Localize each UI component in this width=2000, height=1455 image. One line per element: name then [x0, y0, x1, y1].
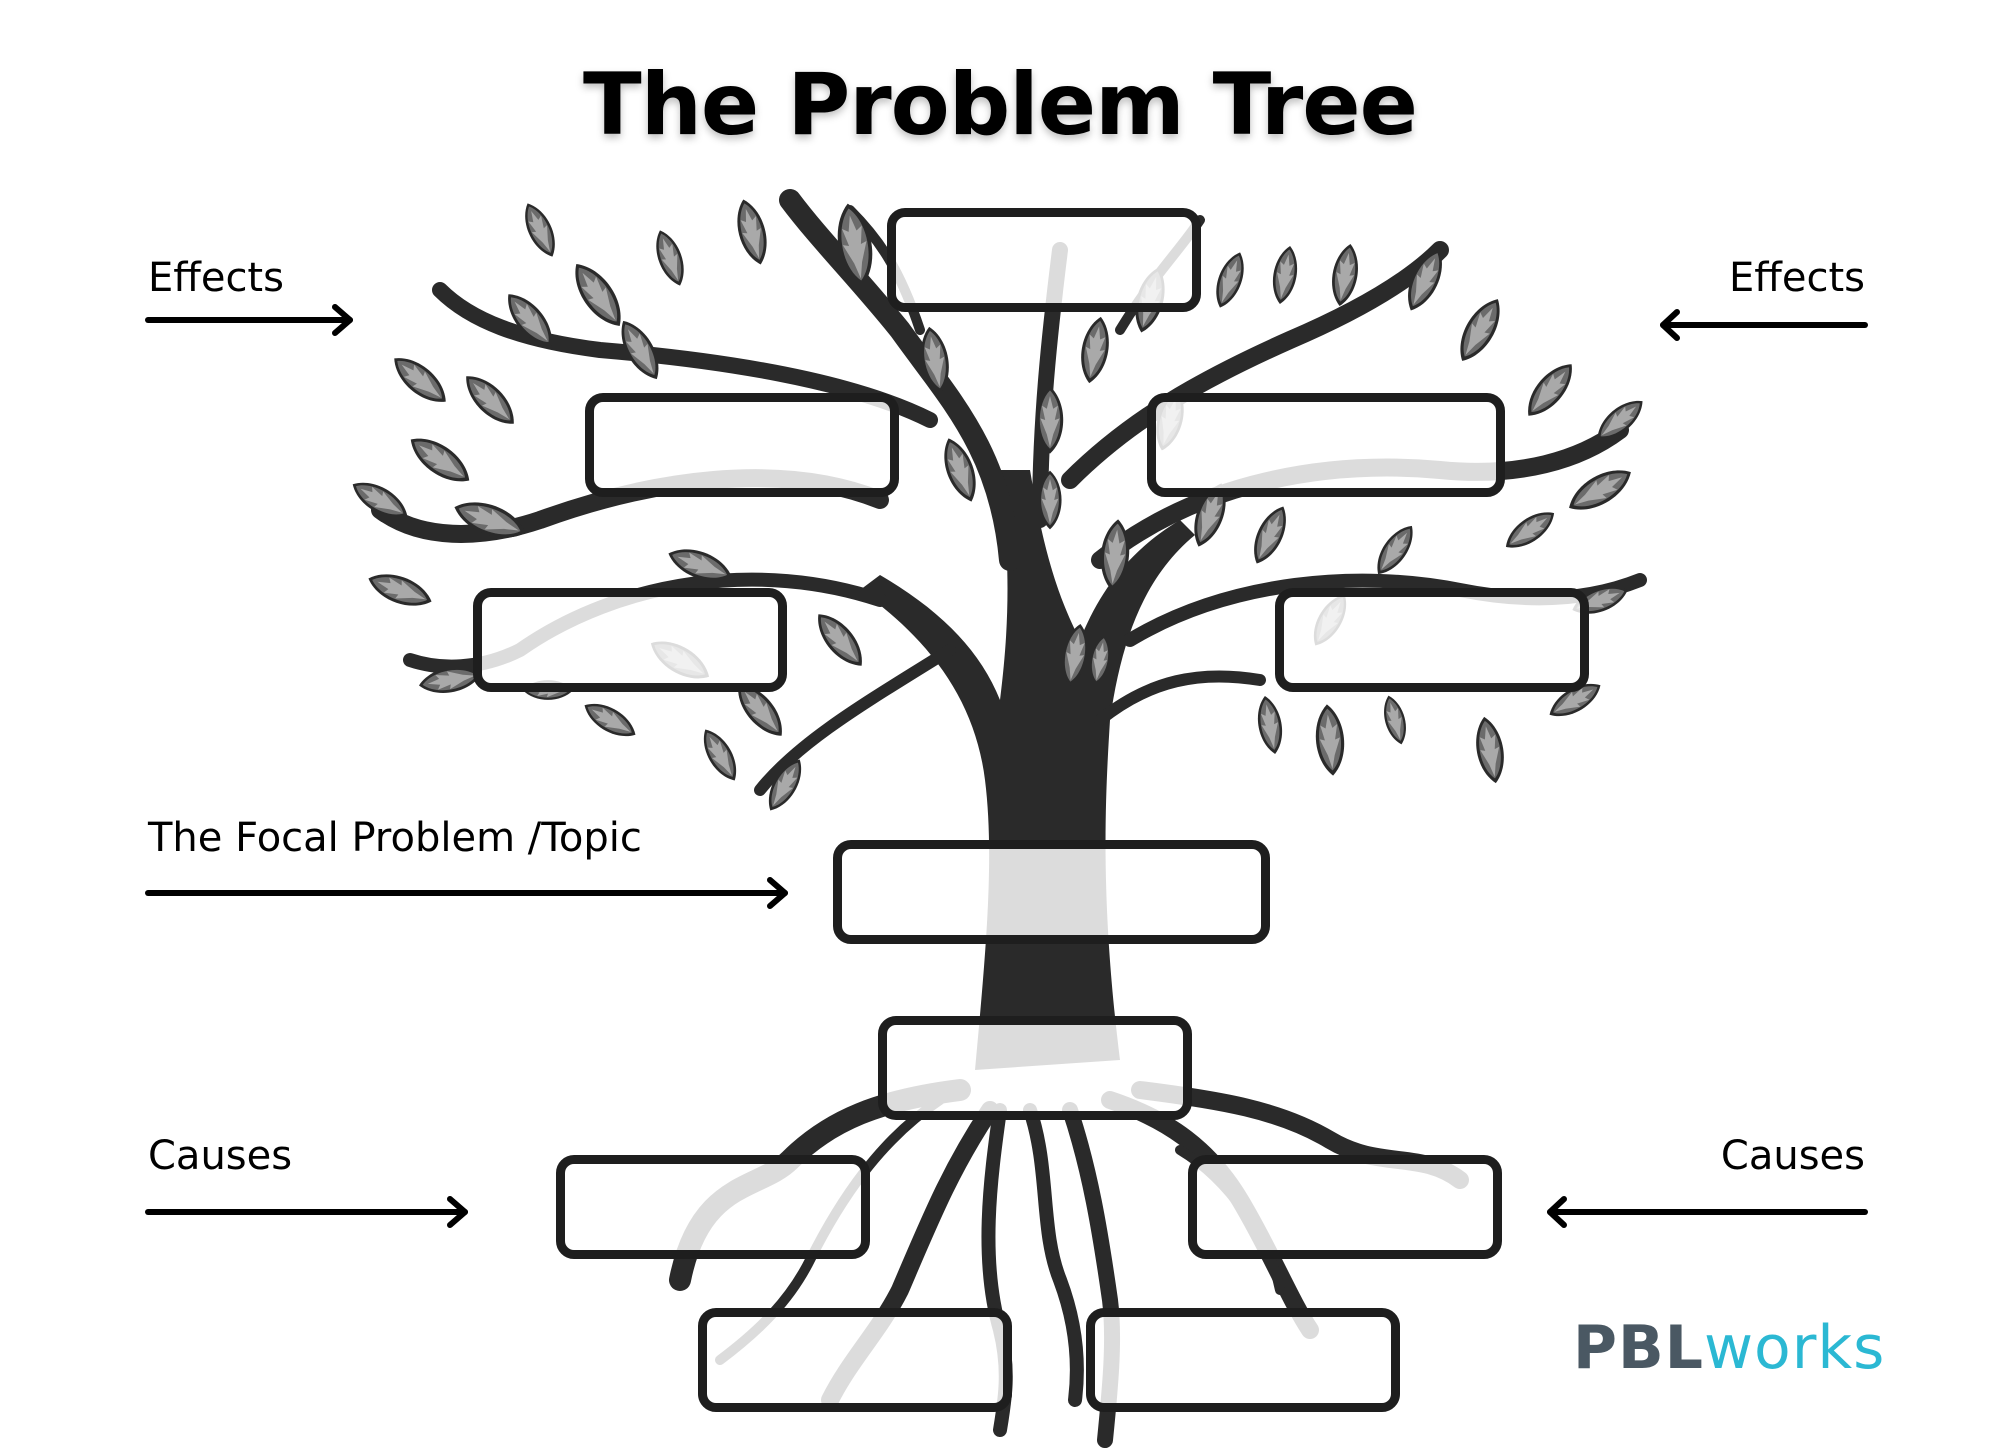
effect-box-top[interactable] — [887, 208, 1201, 312]
effects-label-right: Effects — [1729, 255, 1865, 301]
page-title: The Problem Tree — [583, 55, 1418, 155]
effect-box-upper-left[interactable] — [585, 393, 899, 497]
arrow-left-icon — [1660, 309, 1868, 341]
logo-text-works: works — [1703, 1313, 1886, 1383]
cause-input[interactable] — [1197, 1164, 1493, 1250]
effect-input[interactable] — [1156, 402, 1496, 488]
effects-label-left: Effects — [148, 255, 284, 301]
focal-problem-input[interactable] — [842, 849, 1261, 935]
focal-problem-label: The Focal Problem /Topic — [148, 815, 642, 861]
cause-input[interactable] — [887, 1025, 1183, 1111]
tree-trunk — [860, 470, 1195, 1070]
arrow-right-icon — [145, 1196, 468, 1228]
cause-box-bottom-left[interactable] — [698, 1308, 1012, 1412]
effect-input[interactable] — [482, 597, 778, 683]
effect-box-lower-left[interactable] — [473, 588, 787, 692]
arrow-right-icon — [145, 304, 353, 336]
causes-label-right: Causes — [1720, 1133, 1865, 1179]
focal-problem-box[interactable] — [833, 840, 1270, 944]
arrow-right-icon — [145, 877, 788, 909]
cause-box-bottom-right[interactable] — [1086, 1308, 1400, 1412]
cause-box-middle-left[interactable] — [556, 1155, 870, 1259]
pblworks-logo: PBLworks — [1573, 1318, 1885, 1378]
arrow-left-icon — [1547, 1196, 1868, 1228]
cause-input[interactable] — [565, 1164, 861, 1250]
cause-box-top[interactable] — [878, 1016, 1192, 1120]
cause-input[interactable] — [1095, 1317, 1391, 1403]
effect-box-upper-right[interactable] — [1147, 393, 1505, 497]
effect-box-lower-right[interactable] — [1275, 588, 1589, 692]
causes-label-left: Causes — [148, 1133, 293, 1179]
cause-input[interactable] — [707, 1317, 1003, 1403]
effect-input[interactable] — [594, 402, 890, 488]
cause-box-middle-right[interactable] — [1188, 1155, 1502, 1259]
effect-input[interactable] — [896, 217, 1192, 303]
logo-text-pbl: PBL — [1573, 1313, 1704, 1383]
effect-input[interactable] — [1284, 597, 1580, 683]
